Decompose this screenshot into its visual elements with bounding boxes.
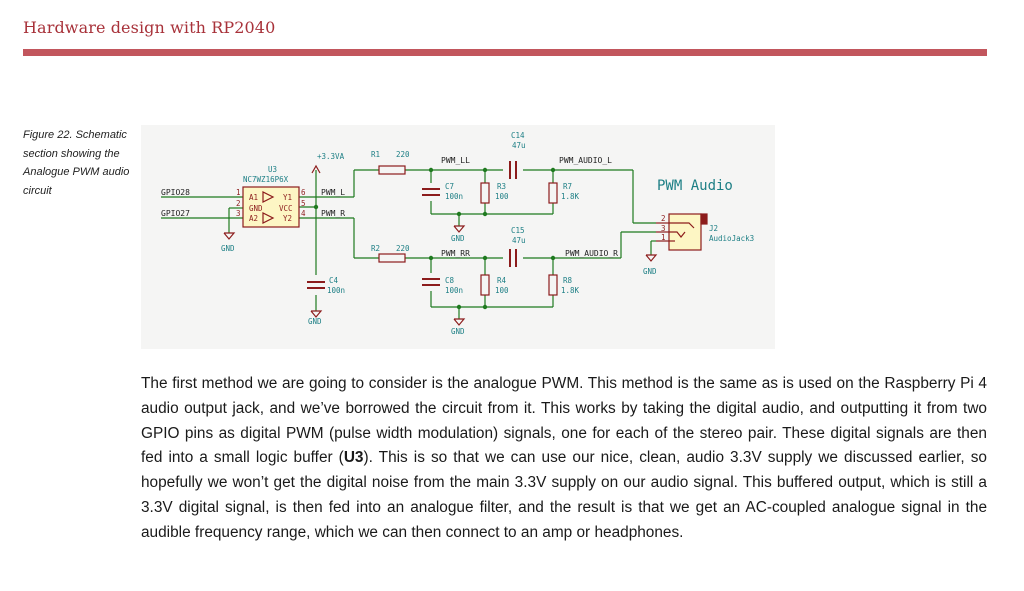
r1-value: 220 (396, 150, 410, 159)
j2-pin-3: 3 (661, 224, 666, 233)
r8-value: 1.8K (561, 286, 580, 295)
u3-pin-num-1: 1 (236, 188, 241, 197)
u3-pin-gnd: GND (249, 204, 263, 213)
u3-pin-num-4: 4 (301, 209, 306, 218)
c7-value: 100n (445, 192, 463, 201)
j2-part: AudioJack3 (709, 234, 754, 243)
net-label-pwm-audio-r: PWM_AUDIO_R (565, 249, 618, 258)
u3-pin-num-2: 2 (236, 199, 241, 208)
c7-ref: C7 (445, 182, 454, 191)
u3-pin-num-6: 6 (301, 188, 306, 197)
net-label-gpio27: GPIO27 (161, 209, 190, 218)
net-label-pwm-l: PWM_L (321, 188, 345, 197)
j2-pin-2: 2 (661, 214, 666, 223)
j2-pin-1: 1 (661, 233, 666, 242)
body-text-bold-u3: U3 (343, 449, 364, 467)
page-header-title: Hardware design with RP2040 (23, 18, 276, 37)
gnd-label-u3: GND (221, 244, 235, 253)
r4-ref: R4 (497, 276, 507, 285)
r7-ref: R7 (563, 182, 572, 191)
net-label-pwm-r: PWM_R (321, 209, 345, 218)
r7-value: 1.8K (561, 192, 580, 201)
r2-ref: R2 (371, 244, 380, 253)
gnd-label-r-filter: GND (451, 327, 465, 336)
u3-pin-a1: A1 (249, 193, 258, 202)
c14-value: 47u (512, 141, 526, 150)
net-label-gpio28: GPIO28 (161, 188, 190, 197)
schematic-title: PWM Audio (657, 178, 733, 194)
c4-value: 100n (327, 286, 345, 295)
c4-ref: C4 (329, 276, 339, 285)
gnd-label-jack: GND (643, 267, 657, 276)
r1-ref: R1 (371, 150, 380, 159)
net-label-pwm-ll: PWM_LL (441, 156, 470, 165)
gnd-label-l-filter: GND (451, 234, 465, 243)
j2-ref: J2 (709, 224, 718, 233)
supply-label: +3.3VA (317, 152, 345, 161)
r3-value: 100 (495, 192, 509, 201)
r2-value: 220 (396, 244, 410, 253)
u3-pin-y1: Y1 (283, 193, 292, 202)
c8-ref: C8 (445, 276, 455, 285)
body-paragraph: The first method we are going to conside… (141, 372, 987, 546)
header-divider (23, 49, 987, 56)
r8-ref: R8 (563, 276, 573, 285)
net-label-pwm-rr: PWM_RR (441, 249, 470, 258)
r3-ref: R3 (497, 182, 506, 191)
u3-pin-vcc: VCC (279, 204, 293, 213)
u3-pin-y2: Y2 (283, 214, 292, 223)
u3-ref: U3 (268, 165, 277, 174)
gnd-label-c4: GND (308, 317, 322, 326)
c8-value: 100n (445, 286, 463, 295)
schematic-figure: GPIO28 GPIO27 PWM_L PWM_R PWM_LL PWM_RR … (141, 125, 775, 349)
c15-ref: C15 (511, 226, 525, 235)
r4-value: 100 (495, 286, 509, 295)
u3-pin-a2: A2 (249, 214, 258, 223)
u3-part: NC7WZ16P6X (243, 175, 289, 184)
body-text-part-2: ). This is so that we can use our nice, … (141, 449, 987, 541)
figure-caption: Figure 22. Schematic section showing the… (23, 129, 130, 197)
u3-pin-num-5: 5 (301, 199, 306, 208)
u3-pin-num-3: 3 (236, 209, 241, 218)
body-text-part-1: The first method we are going to conside… (141, 375, 987, 467)
c14-ref: C14 (511, 131, 525, 140)
c15-value: 47u (512, 236, 526, 245)
schematic-diagram: GPIO28 GPIO27 PWM_L PWM_R PWM_LL PWM_RR … (161, 131, 754, 336)
net-label-pwm-audio-l: PWM_AUDIO_L (559, 156, 612, 165)
